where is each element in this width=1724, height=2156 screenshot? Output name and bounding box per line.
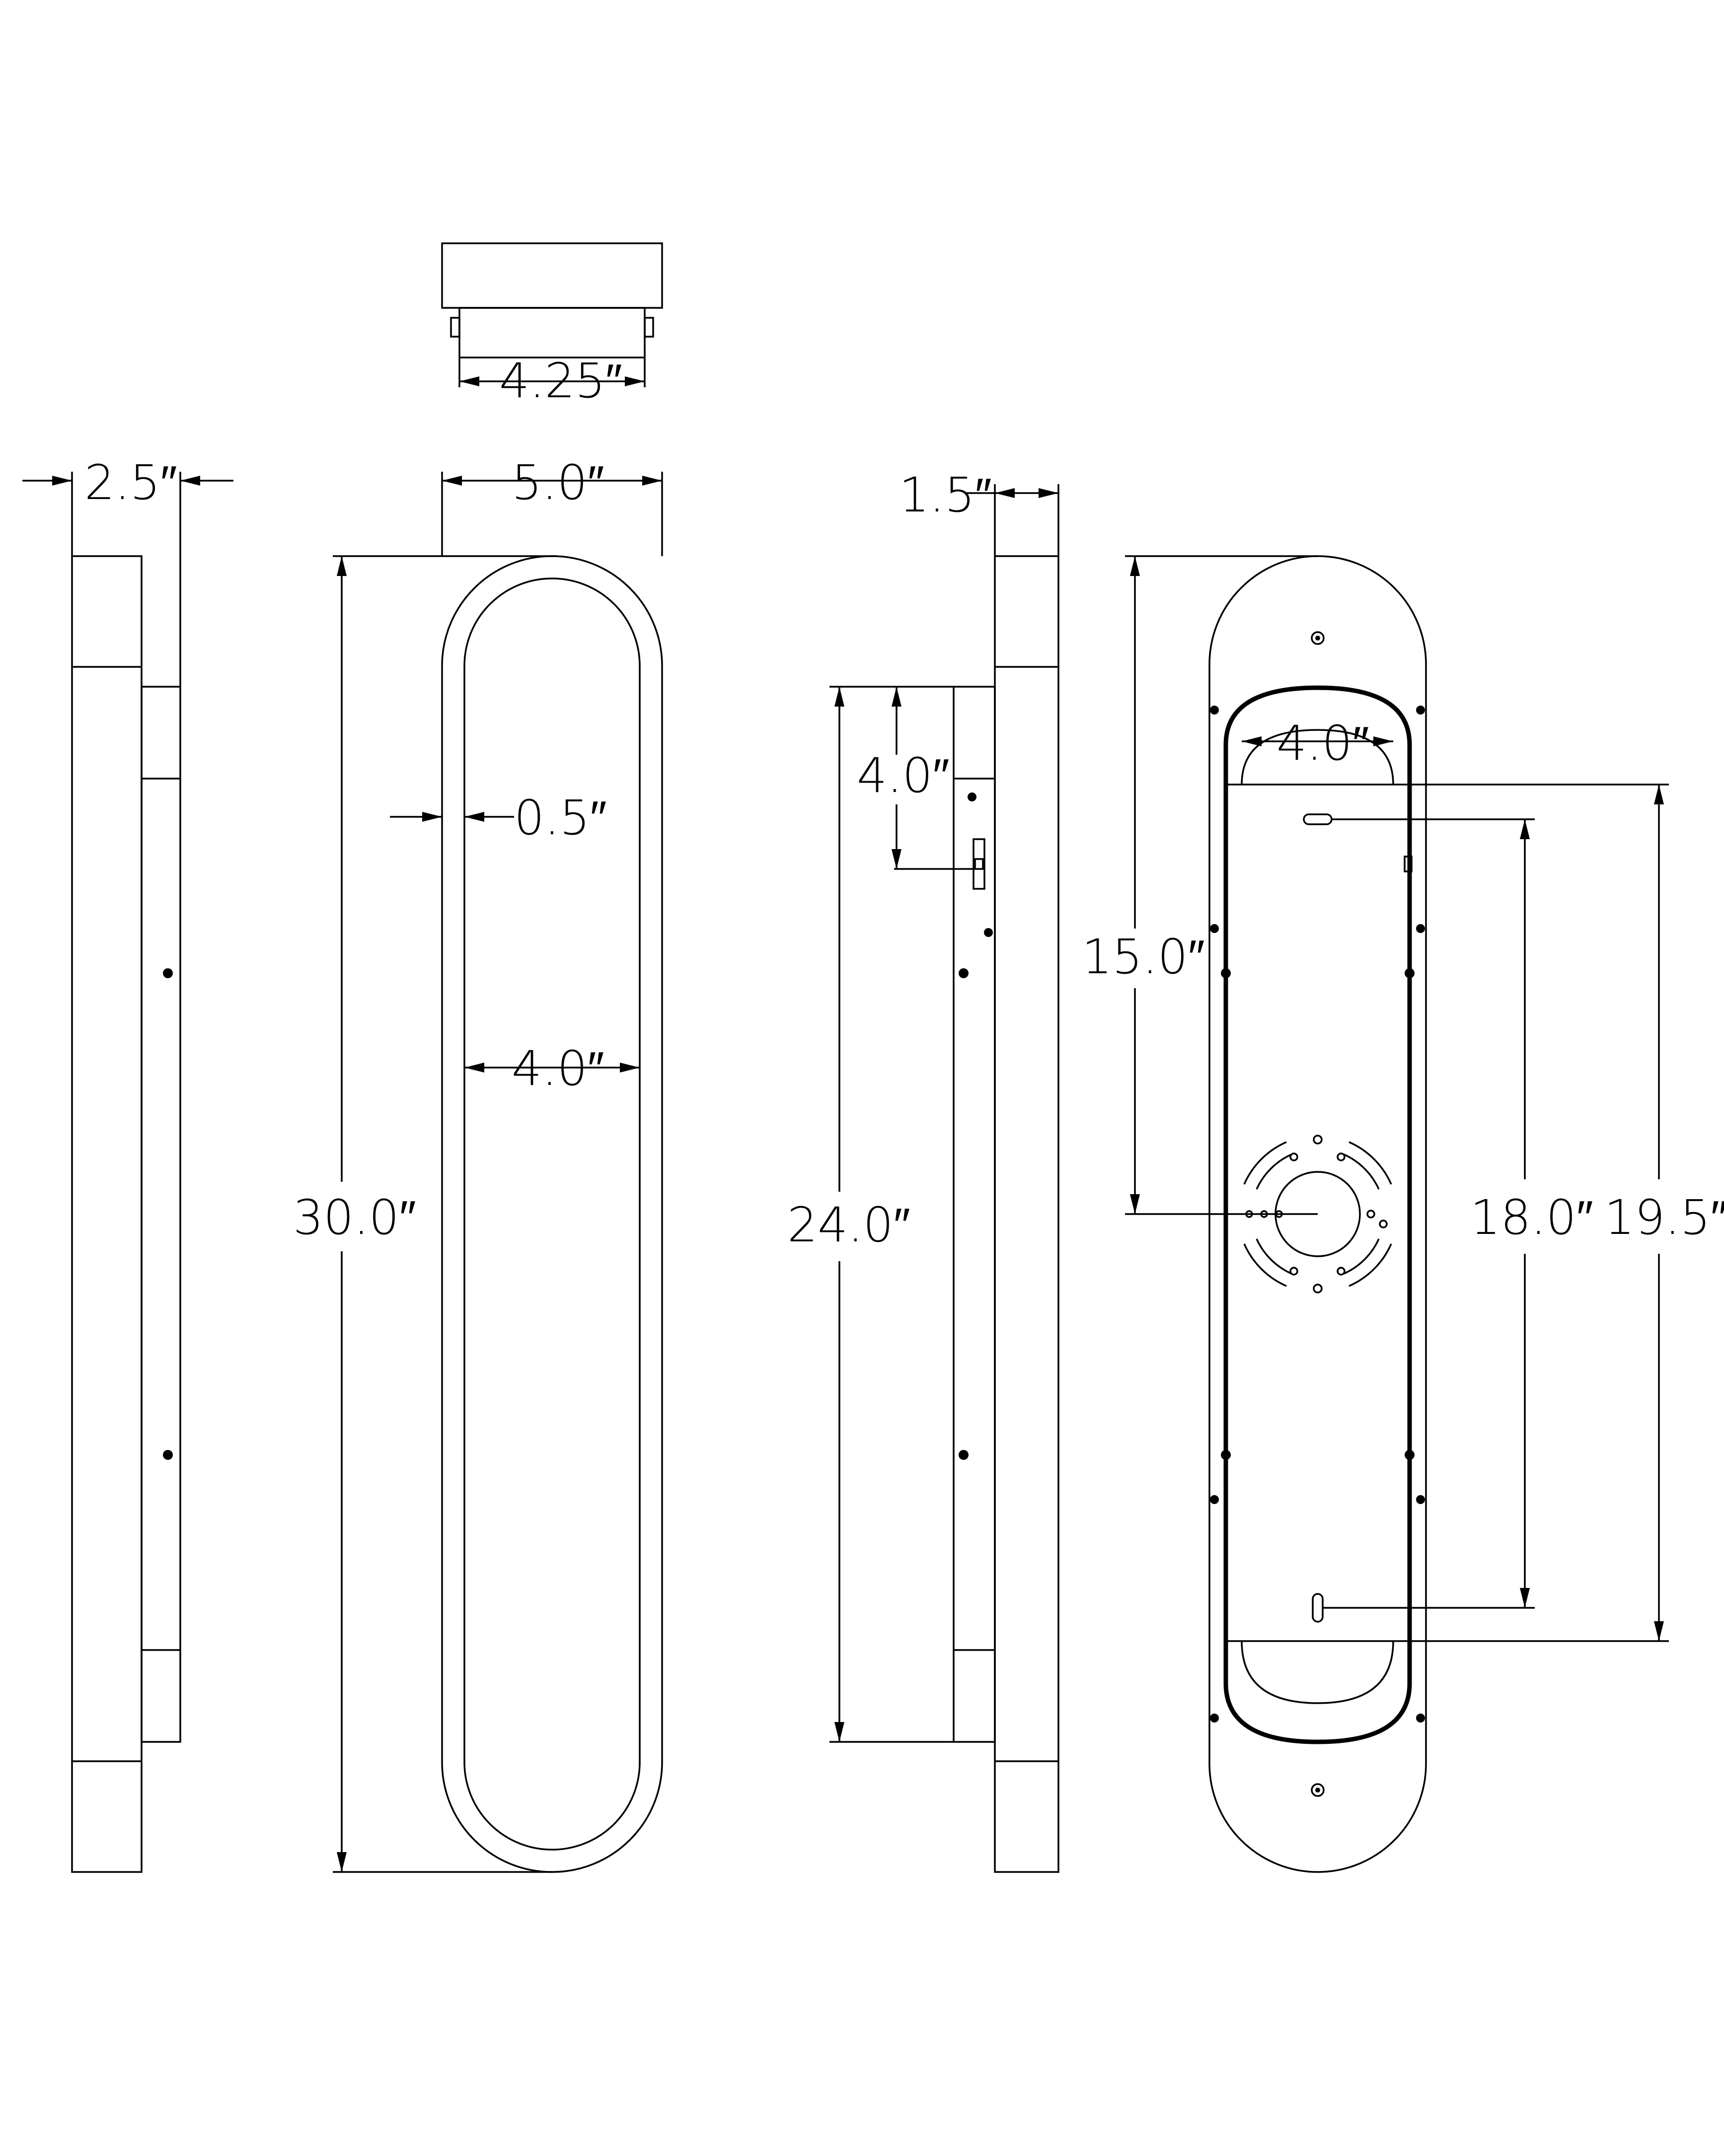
inner-width-label: 4.0″: [512, 1041, 604, 1096]
front-view: 5.0″ 0.5″ 4.0″ 30.0″: [293, 455, 663, 1873]
plate-offset-label: 4.0″: [857, 748, 950, 803]
plate-height-label: 24.0″: [787, 1197, 910, 1253]
overall-height-label: 30.0″: [293, 1190, 416, 1245]
side-view: 2.5″: [22, 455, 233, 1873]
side-plate-view: 1.5″ 4.0″ 24.0″: [787, 467, 1059, 1873]
center-height-label: 15.0″: [1082, 929, 1205, 985]
top-width-label: 4.25″: [499, 353, 622, 409]
side-depth-label: 2.5″: [84, 455, 177, 510]
back-view: 4.0″ 15.0″ 18.0″ 19.5″: [1082, 555, 1724, 1873]
plate-depth-label: 1.5″: [899, 467, 992, 523]
front-width-label: 5.0″: [512, 455, 604, 510]
frame-thickness-label: 0.5″: [514, 790, 607, 846]
hole-spacing-label: 18.0″: [1470, 1190, 1593, 1245]
back-top-width-label: 4.0″: [1276, 716, 1369, 771]
top-view: 4.25″: [441, 242, 663, 409]
plate-length-label: 19.5″: [1604, 1190, 1724, 1245]
